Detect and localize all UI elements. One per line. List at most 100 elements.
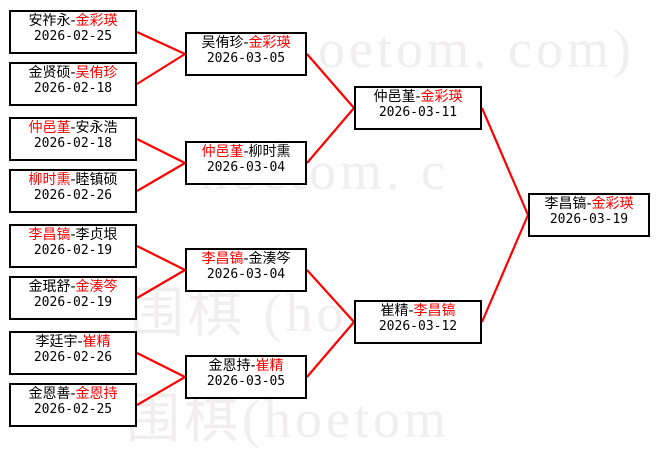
match-players: 金贤硕-吴侑珍 bbox=[15, 65, 131, 82]
player-left: 李昌镐 bbox=[201, 251, 244, 267]
match-players: 仲邑堇-安永浩 bbox=[15, 120, 131, 137]
match-players: 崔精-李昌镐 bbox=[360, 303, 476, 320]
player-left: 安祚永 bbox=[28, 13, 71, 29]
player-left: 金珉舒 bbox=[28, 279, 71, 295]
match-date: 2026-02-19 bbox=[33, 294, 113, 310]
player-left: 金恩持 bbox=[208, 358, 251, 374]
connector-line bbox=[136, 352, 186, 378]
match-players: 李昌镐-李贞垠 bbox=[15, 227, 131, 244]
player-left: 李廷宇 bbox=[35, 334, 78, 350]
match-date: 2026-02-25 bbox=[33, 28, 113, 44]
player-right: 柳时熏 bbox=[248, 144, 291, 160]
match-date: 2026-03-04 bbox=[206, 266, 286, 282]
match-date: 2026-03-04 bbox=[206, 159, 286, 175]
player-separator: - bbox=[70, 172, 76, 188]
player-left: 金贤硕 bbox=[28, 65, 71, 81]
match-players: 仲邑堇-金彩瑛 bbox=[360, 89, 476, 106]
match-date: 2026-02-25 bbox=[33, 401, 113, 417]
player-right: 李贞垠 bbox=[75, 227, 118, 243]
connector-line bbox=[136, 31, 186, 55]
player-left: 李昌镐 bbox=[28, 227, 71, 243]
match-players: 李昌镐-金湊笒 bbox=[191, 251, 301, 268]
connector-line bbox=[480, 214, 530, 323]
player-right: 李昌镐 bbox=[413, 303, 456, 319]
player-separator: - bbox=[586, 196, 592, 212]
player-left: 金恩善 bbox=[28, 386, 71, 402]
match-players: 柳时熏-睦镇硕 bbox=[15, 172, 131, 189]
connector-line bbox=[136, 138, 186, 164]
player-separator: - bbox=[408, 303, 414, 319]
player-right: 金彩瑛 bbox=[591, 196, 634, 212]
connector-line bbox=[306, 269, 355, 323]
player-right: 金湊笒 bbox=[75, 279, 118, 295]
player-separator: - bbox=[70, 13, 76, 29]
match-date: 2026-03-19 bbox=[549, 211, 629, 227]
connector-line bbox=[306, 321, 355, 378]
match-players: 李昌镐-金彩瑛 bbox=[534, 196, 644, 213]
match-date: 2026-02-26 bbox=[33, 349, 113, 365]
player-right: 崔精 bbox=[82, 334, 111, 350]
connector-line bbox=[480, 107, 530, 216]
match-players: 金恩善-金恩持 bbox=[15, 386, 131, 403]
connector-line bbox=[306, 107, 355, 164]
player-left: 柳时熏 bbox=[28, 172, 71, 188]
match-date: 2026-03-05 bbox=[206, 50, 286, 66]
connector-line bbox=[136, 269, 186, 299]
player-separator: - bbox=[70, 120, 76, 136]
player-right: 金彩瑛 bbox=[75, 13, 118, 29]
player-separator: - bbox=[70, 65, 76, 81]
player-left: 仲邑堇 bbox=[28, 120, 71, 136]
match-players: 金珉舒-金湊笒 bbox=[15, 279, 131, 296]
player-right: 吴侑珍 bbox=[75, 65, 118, 81]
match-date: 2026-02-18 bbox=[33, 80, 113, 96]
connector-line bbox=[136, 245, 186, 271]
match-players: 金恩持-崔精 bbox=[191, 358, 301, 375]
player-right: 金湊笒 bbox=[248, 251, 291, 267]
player-separator: - bbox=[243, 35, 249, 51]
player-right: 安永浩 bbox=[75, 120, 118, 136]
match-players: 安祚永-金彩瑛 bbox=[15, 13, 131, 30]
connector-line bbox=[136, 376, 186, 406]
player-right: 崔精 bbox=[255, 358, 284, 374]
match-date: 2026-03-12 bbox=[378, 318, 458, 334]
player-separator: - bbox=[415, 89, 421, 105]
match-date: 2026-02-18 bbox=[33, 135, 113, 151]
match-date: 2026-03-05 bbox=[206, 373, 286, 389]
player-left: 仲邑堇 bbox=[373, 89, 416, 105]
match-date: 2026-02-19 bbox=[33, 242, 113, 258]
match-players: 李廷宇-崔精 bbox=[15, 334, 131, 351]
player-right: 金恩持 bbox=[75, 386, 118, 402]
match-date: 2026-02-26 bbox=[33, 187, 113, 203]
bracket-connectors bbox=[136, 31, 530, 406]
player-separator: - bbox=[70, 279, 76, 295]
connector-line bbox=[306, 53, 355, 109]
player-right: 金彩瑛 bbox=[420, 89, 463, 105]
match-players: 吴侑珍-金彩瑛 bbox=[191, 35, 301, 52]
player-separator: - bbox=[243, 251, 249, 267]
player-right: 睦镇硕 bbox=[75, 172, 118, 188]
match-date: 2026-03-11 bbox=[378, 104, 458, 120]
player-left: 李昌镐 bbox=[544, 196, 587, 212]
player-separator: - bbox=[70, 227, 76, 243]
player-left: 崔精 bbox=[380, 303, 409, 319]
player-left: 吴侑珍 bbox=[201, 35, 244, 51]
player-separator: - bbox=[77, 334, 83, 350]
player-separator: - bbox=[243, 144, 249, 160]
connector-line bbox=[136, 53, 186, 85]
player-right: 金彩瑛 bbox=[248, 35, 291, 51]
